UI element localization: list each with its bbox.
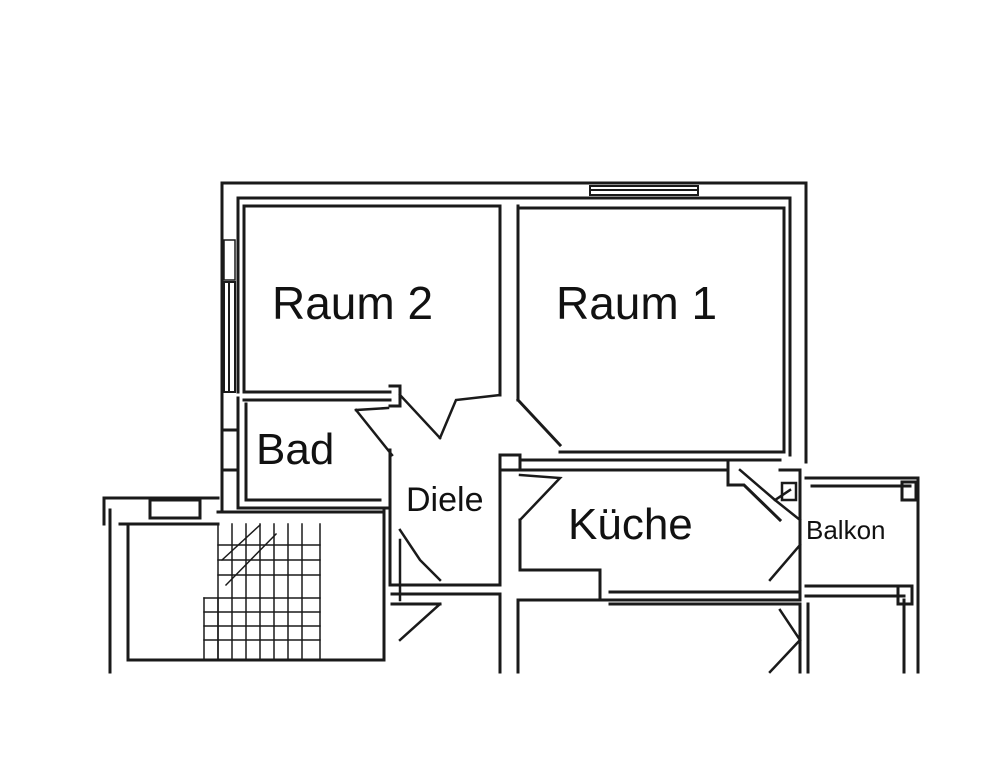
lower-doors xyxy=(398,528,802,674)
diele-walls xyxy=(388,453,782,587)
window-raum2 xyxy=(223,281,236,393)
window-raum1 xyxy=(589,185,699,196)
stairwell xyxy=(102,496,386,674)
interior-wall-raum2-raum1 xyxy=(498,204,520,402)
room-label-raum1: Raum 1 xyxy=(556,277,718,329)
door-raum2 xyxy=(398,393,502,440)
door-balkon xyxy=(738,468,802,582)
stairs xyxy=(203,523,321,661)
kuche-walls xyxy=(518,460,802,602)
room-label-diele: Diele xyxy=(406,481,484,519)
door-bad xyxy=(354,406,394,457)
outer-wall xyxy=(220,181,808,514)
raum1-walls xyxy=(515,206,786,454)
door-kuche xyxy=(518,473,563,522)
room-label-bad: Bad xyxy=(256,425,335,474)
raum2-bottom-wall xyxy=(242,384,402,408)
balkon-walls xyxy=(804,476,920,674)
lower-walls xyxy=(390,590,810,674)
bad-walls xyxy=(220,396,392,510)
room-label-kuche: Küche xyxy=(568,500,693,549)
room-label-raum2: Raum 2 xyxy=(272,277,434,329)
room-label-balkon: Balkon xyxy=(806,515,886,545)
